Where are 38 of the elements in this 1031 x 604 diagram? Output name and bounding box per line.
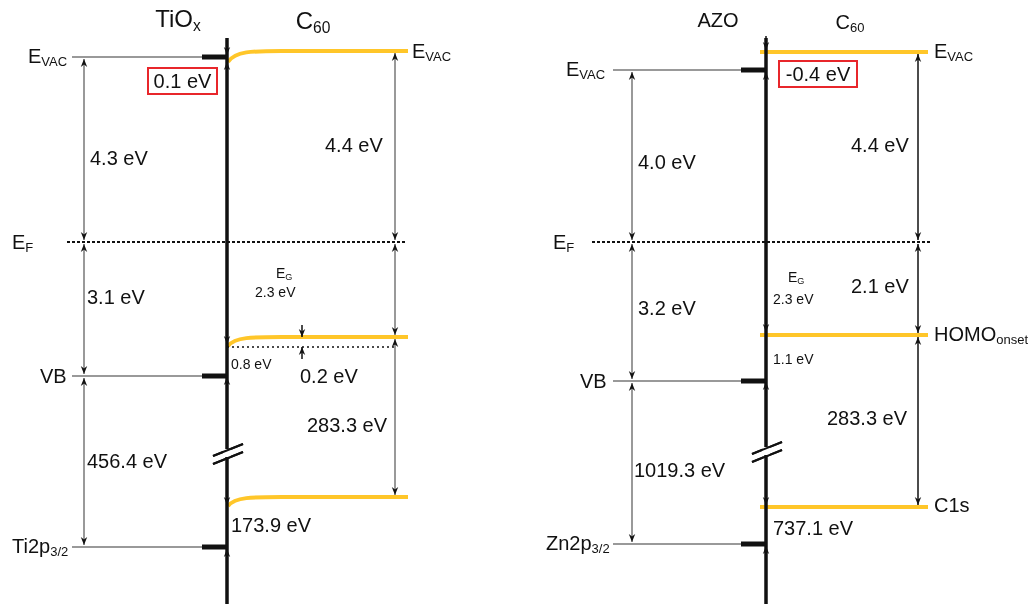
energy-value: 737.1 eV — [773, 517, 854, 539]
level-label: E$_{VAC}$ — [412, 39, 452, 65]
level-label: VB — [40, 365, 67, 387]
energy-value: 2.3 eV — [773, 292, 814, 308]
energy-value: 0.2 eV — [300, 365, 358, 387]
material-label: C$_{60}$ — [295, 8, 331, 36]
energy-value: 3.2 eV — [638, 297, 696, 319]
level-label: VB — [580, 370, 607, 392]
energy-value: 283.3 eV — [827, 407, 908, 429]
level-label: E$_{VAC}$ — [566, 57, 606, 83]
highlighted-value: 0.1 eV — [147, 67, 218, 95]
energy-value: 173.9 eV — [231, 514, 312, 536]
energy-value: 1019.3 eV — [634, 459, 726, 481]
level-label: E$_{F}$ — [553, 230, 575, 256]
energy-value: 2.1 eV — [851, 275, 909, 297]
level-label: E$_{G}$ — [788, 269, 805, 287]
level-label: Zn2p$_{3/2}$ — [546, 531, 610, 557]
energy-value: 4.4 eV — [325, 134, 383, 156]
energy-value: 2.3 eV — [255, 285, 296, 301]
level-label: HOMO$_{onset}$ — [934, 322, 1029, 348]
energy-value: 4.3 eV — [90, 147, 148, 169]
level-label: E$_{G}$ — [276, 265, 293, 283]
highlighted-value: -0.4 eV — [778, 60, 858, 88]
material-label: TiO$_{x}$ — [155, 6, 201, 34]
energy-value: 4.4 eV — [851, 134, 909, 156]
energy-value: 4.0 eV — [638, 151, 696, 173]
energy-value: 283.3 eV — [307, 414, 388, 436]
energy-value: 1.1 eV — [773, 352, 814, 368]
level-label: E$_{F}$ — [12, 230, 34, 256]
level-label: C1s — [934, 494, 970, 516]
level-label: E$_{VAC}$ — [934, 39, 974, 65]
material-label: C$_{60}$ — [835, 10, 865, 36]
level-label: Ti2p$_{3/2}$ — [12, 534, 69, 560]
energy-value: 456.4 eV — [87, 450, 168, 472]
level-label: E$_{VAC}$ — [28, 44, 68, 70]
energy-value: 0.8 eV — [231, 357, 272, 373]
material-label: AZO — [697, 9, 739, 31]
energy-value: 3.1 eV — [87, 286, 145, 308]
